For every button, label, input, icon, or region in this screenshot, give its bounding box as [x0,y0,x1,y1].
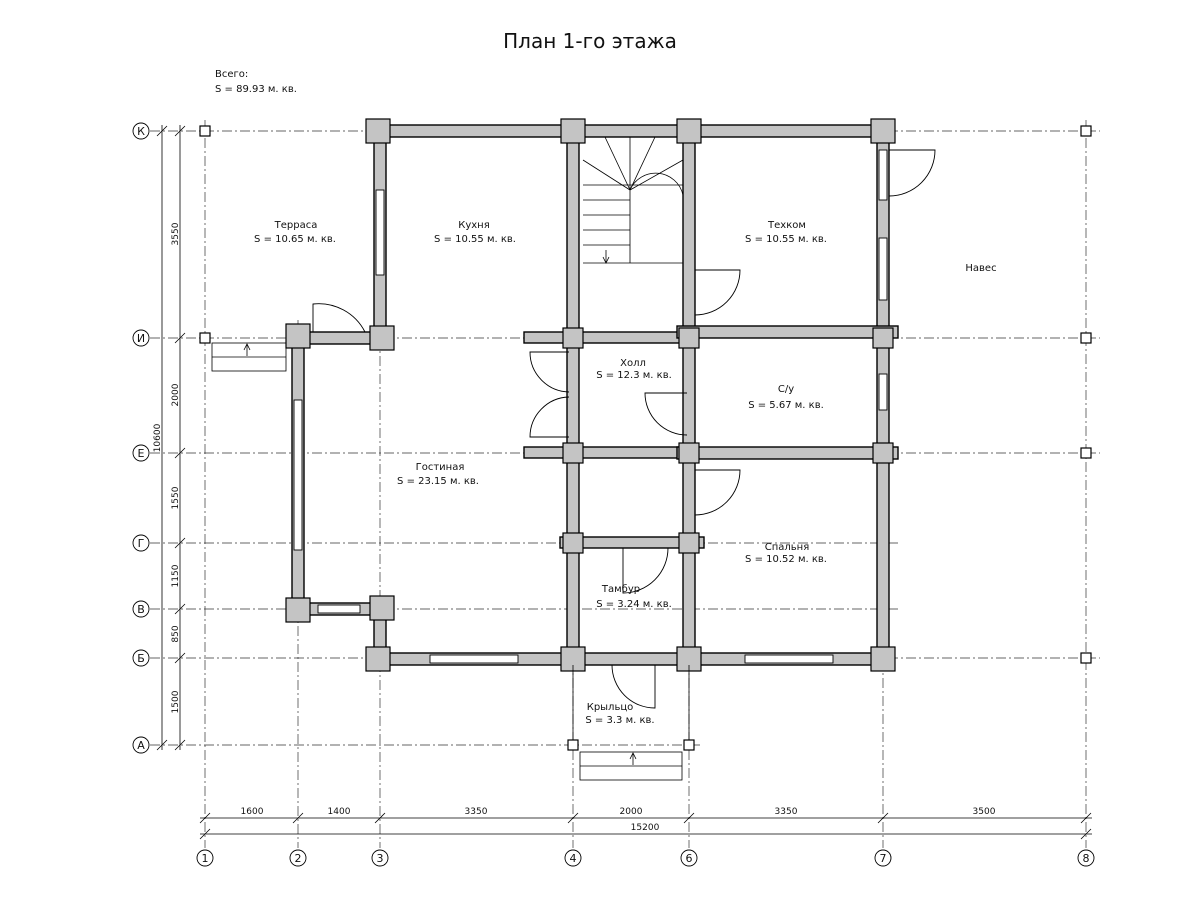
windows [293,149,888,664]
doors [312,149,936,709]
total-label: Всего: [215,69,248,80]
dim-h-1: 1600 [241,807,264,817]
plan-title: План 1-го этажа [503,29,677,53]
room-name-kitchen: Кухня [458,220,490,231]
dim-h-3: 3350 [465,807,488,817]
room-name-techroom: Техком [767,220,806,231]
wall-posts [285,118,896,672]
room-name-hall: Холл [620,358,646,369]
room-area-kitchen: S = 10.55 м. кв. [434,234,516,245]
axis-marker-B: Б [137,652,145,665]
columns [199,125,1092,751]
axis-marker-E: Е [138,447,145,460]
room-area-terrace: S = 10.65 м. кв. [254,234,336,245]
dim-v-1: 3550 [171,222,181,245]
room-area-hall: S = 12.3 м. кв. [596,370,672,381]
axis-marker-6: 6 [686,852,693,865]
room-labels: Терраса S = 10.65 м. кв. Кухня S = 10.55… [254,220,997,726]
porch-steps [572,665,690,781]
dim-v-2: 2000 [171,383,181,406]
horizontal-dimensions: 1600 1400 3350 2000 3350 3500 15200 [199,807,1092,840]
dim-v-6: 1500 [171,690,181,713]
axis-marker-3: 3 [377,852,384,865]
room-area-techroom: S = 10.55 м. кв. [745,234,827,245]
axis-marker-V: В [137,603,145,616]
dim-h-6: 3500 [973,807,996,817]
vertical-dimensions: 3550 2000 1550 1150 850 1500 10600 [153,125,186,751]
terrace-steps [211,342,287,372]
dim-v-4: 1150 [171,564,181,587]
axis-marker-A: А [137,739,145,752]
room-name-living: Гостиная [416,462,465,473]
axis-marker-4: 4 [570,852,577,865]
axis-markers: 1 2 3 4 6 7 8 К И Е Г В Б А [132,122,1095,867]
dim-h-total: 15200 [631,823,660,833]
room-name-porch: Крыльцо [587,702,634,713]
room-area-vestibule: S = 3.24 м. кв. [596,599,672,610]
dim-v-total: 10600 [153,423,163,452]
axis-marker-8: 8 [1083,852,1090,865]
staircase [582,136,684,264]
dim-v-5: 850 [171,625,181,642]
room-area-bathroom: S = 5.67 м. кв. [748,400,824,411]
axis-marker-K: К [137,125,145,138]
room-name-bathroom: С/у [778,384,794,395]
axis-marker-I: И [137,332,145,345]
dim-v-3: 1550 [171,486,181,509]
room-area-porch: S = 3.3 м. кв. [585,715,654,726]
total-area: S = 89.93 м. кв. [215,84,297,95]
axis-marker-G: Г [138,537,145,550]
axis-marker-2: 2 [295,852,302,865]
room-area-bedroom: S = 10.52 м. кв. [745,554,827,565]
axis-marker-7: 7 [880,852,887,865]
room-name-terrace: Терраса [274,220,318,231]
room-name-bedroom: Спальня [765,542,810,553]
dim-h-2: 1400 [328,807,351,817]
room-name-canopy: Навес [965,263,996,274]
axis-marker-1: 1 [202,852,209,865]
dim-h-5: 3350 [775,807,798,817]
dim-h-4: 2000 [620,807,643,817]
room-area-living: S = 23.15 м. кв. [397,476,479,487]
room-name-vestibule: Тамбур [601,584,640,595]
